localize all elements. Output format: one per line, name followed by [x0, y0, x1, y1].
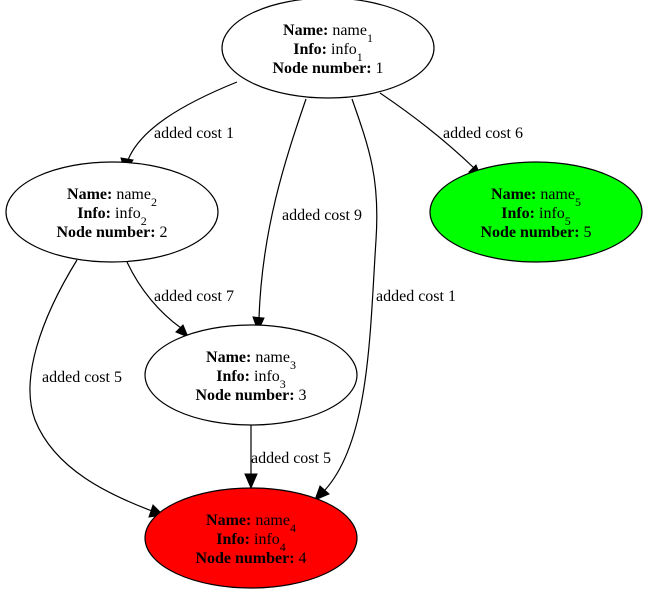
edge-n2-n4: added cost 5: [29, 259, 165, 518]
edge-n3-n4: added cost 5: [244, 425, 331, 490]
edge-n1-n3: added cost 9: [252, 98, 362, 333]
edge-line: [126, 261, 182, 329]
edge-n1-n4: added cost 1: [314, 98, 456, 501]
node-number-line: Node number: 5: [480, 224, 591, 241]
node-ellipse: [429, 161, 643, 263]
edge-line: [29, 259, 153, 512]
node-info-line: Info: info3: [216, 368, 286, 391]
edge-line: [127, 81, 238, 161]
node-info-line: Info: info1: [293, 41, 363, 64]
node-number-line: Node number: 2: [56, 224, 167, 241]
edge-label: added cost 1: [376, 288, 456, 305]
edge-n2-n3: added cost 7: [126, 261, 234, 338]
node-number-line: Node number: 3: [195, 387, 306, 404]
edge-label: added cost 6: [443, 125, 523, 142]
edge-line: [258, 98, 307, 319]
node-number-line: Node number: 4: [195, 550, 306, 567]
node-info-line: Info: info4: [216, 531, 286, 554]
arrowhead-icon: [252, 316, 265, 333]
node-name-line: Name: name4: [206, 512, 296, 535]
node-info-line: Info: info5: [501, 205, 571, 228]
edge-line: [379, 92, 475, 169]
node-name-line: Name: name5: [491, 186, 581, 209]
node-ellipse: [144, 324, 358, 426]
edge-label: added cost 5: [251, 450, 331, 467]
arrowhead-icon: [244, 473, 258, 490]
node-number-line: Node number: 1: [272, 60, 383, 77]
edge-n1-n2: added cost 1: [120, 81, 238, 174]
node-name-line: Name: name1: [283, 22, 373, 45]
node-ellipse: [221, 0, 435, 99]
node-ellipse: [5, 161, 219, 263]
edge-label: added cost 1: [154, 125, 234, 142]
node-ellipse: [144, 487, 358, 589]
edge-label: added cost 5: [42, 369, 122, 386]
node-name-line: Name: name2: [67, 186, 157, 209]
arrowhead-icon: [314, 485, 330, 501]
node-info-line: Info: info2: [77, 205, 147, 228]
edge-label: added cost 9: [282, 207, 362, 224]
edge-label: added cost 7: [154, 288, 234, 305]
node-name-line: Name: name3: [206, 349, 296, 372]
edge-line: [324, 98, 378, 491]
arrowhead-icon: [175, 324, 189, 338]
